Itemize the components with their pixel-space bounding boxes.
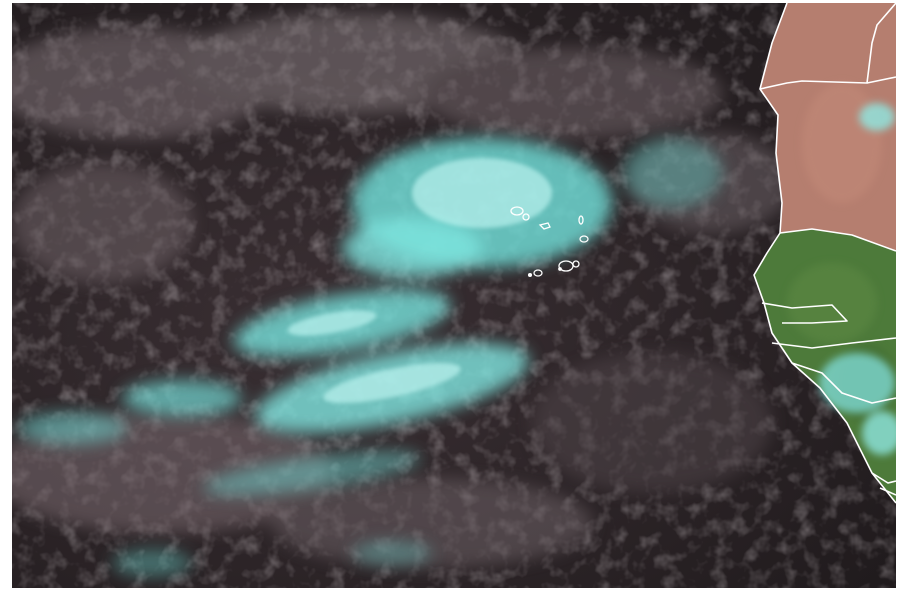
low-cloud-field [12,13,792,568]
coastline-borders [753,3,896,504]
cape-verde-islands [510,206,589,278]
satellite-image [12,3,896,588]
